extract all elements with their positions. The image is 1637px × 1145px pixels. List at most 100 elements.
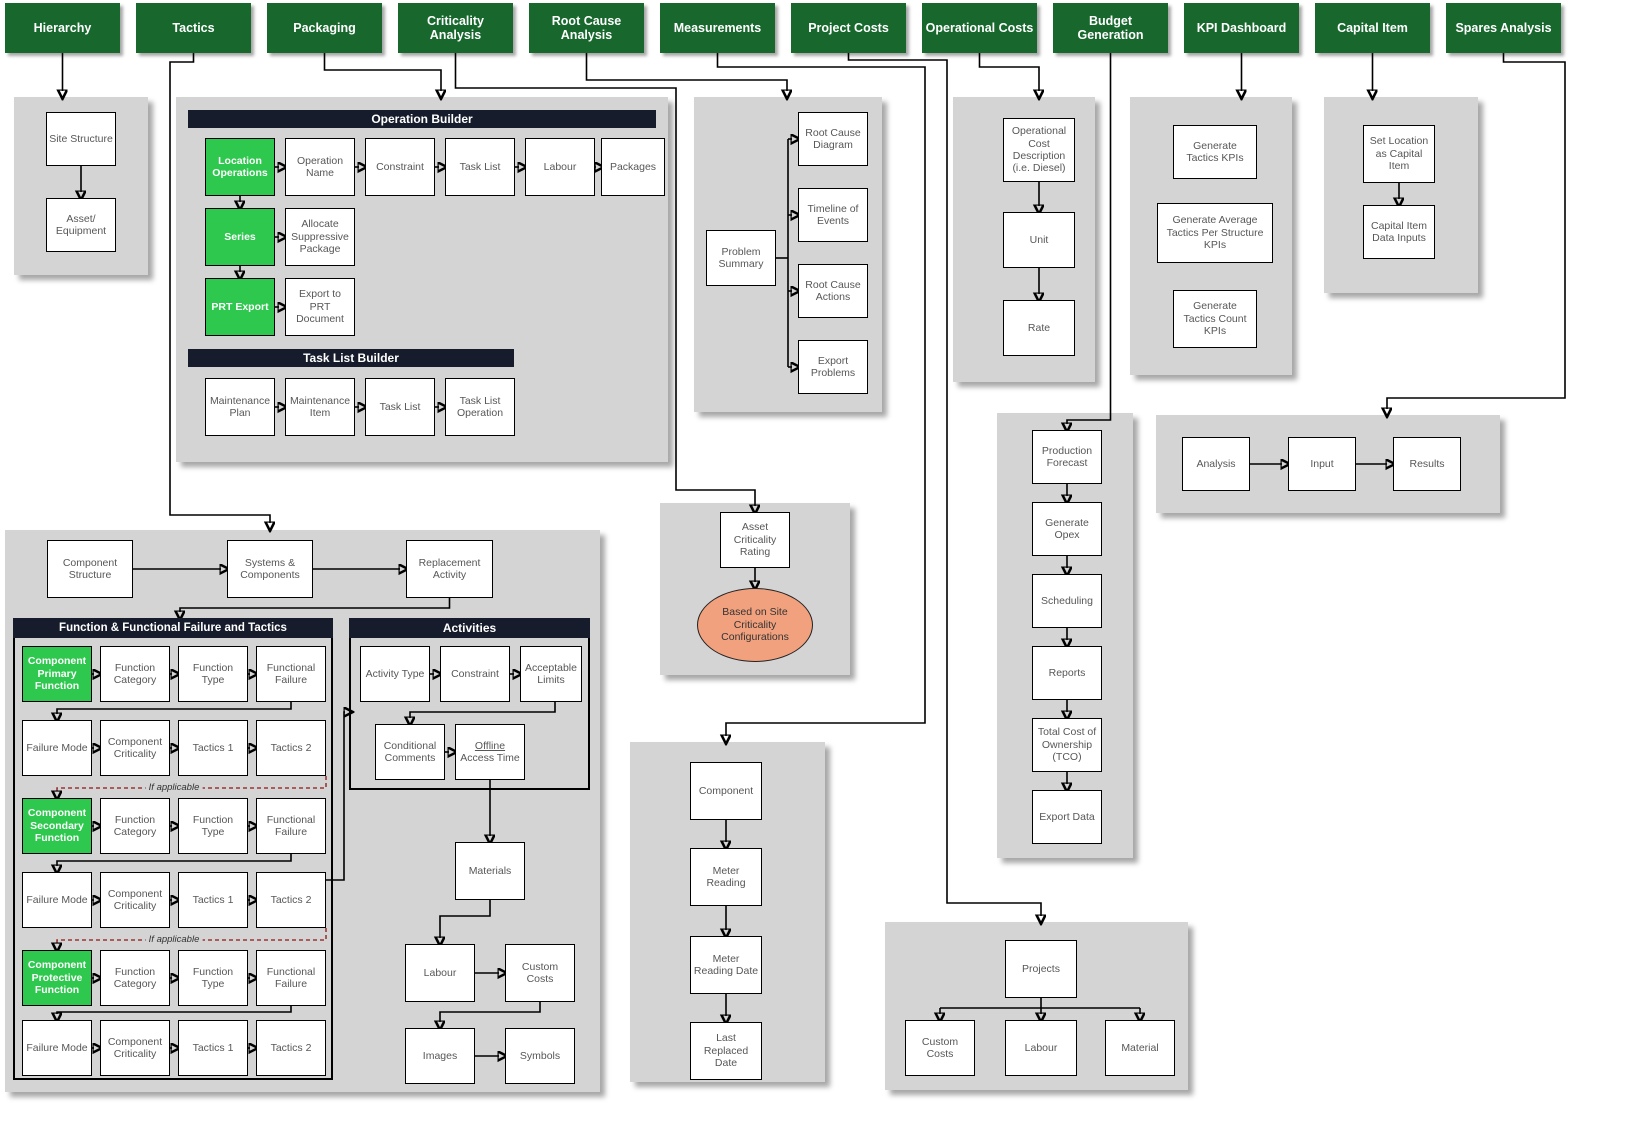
node-component-protective-function: Component Protective Function [22, 950, 92, 1006]
offline-word: Offline [474, 739, 506, 752]
node-tactics-1-3: Tactics 1 [178, 1020, 248, 1076]
node-component-criticality-2: Component Criticality [100, 872, 170, 928]
activities-title: Activities [349, 618, 590, 638]
node-maintenance-item: Maintenance Item [285, 378, 355, 436]
node-function-type-2: Function Type [178, 798, 248, 854]
node-projects: Projects [1005, 940, 1077, 998]
node-site-criticality-note: Based on Site Criticality Configurations [697, 588, 813, 662]
header-root-cause: Root Cause Analysis [529, 3, 644, 53]
node-tactics-1-2: Tactics 1 [178, 872, 248, 928]
node-set-location-as-capital-item: Set Location as Capital Item [1363, 125, 1435, 183]
node-export-to-prt-document: Export to PRT Document [285, 278, 355, 336]
header-kpi: KPI Dashboard [1184, 3, 1299, 53]
if-applicable-label-1: If applicable [145, 781, 203, 793]
node-generate-tactics-kpis: Generate Tactics KPIs [1173, 125, 1257, 179]
node-systems-components: Systems & Components [227, 540, 313, 598]
node-maintenance-plan: Maintenance Plan [205, 378, 275, 436]
node-materials: Materials [455, 842, 525, 900]
node-offline-access-time: Offline Access Time [455, 724, 525, 780]
node-export-problems: Export Problems [798, 340, 868, 394]
node-meter-reading-date: Meter Reading Date [690, 936, 762, 994]
header-capital-item: Capital Item [1315, 3, 1430, 53]
node-total-cost-of-ownership: Total Cost of Ownership (TCO) [1032, 718, 1102, 772]
node-projects-material: Material [1105, 1020, 1175, 1076]
node-ob-constraint: Constraint [365, 138, 435, 196]
node-reports: Reports [1032, 646, 1102, 700]
node-activity-type: Activity Type [360, 646, 430, 702]
node-rate: Rate [1003, 300, 1075, 356]
node-function-category-2: Function Category [100, 798, 170, 854]
header-packaging: Packaging [267, 3, 382, 53]
node-generate-tactics-count-kpis: Generate Tactics Count KPIs [1173, 290, 1257, 348]
header-measurements: Measurements [660, 3, 775, 53]
node-component-secondary-function: Component Secondary Function [22, 798, 92, 854]
node-failure-mode-1: Failure Mode [22, 720, 92, 776]
node-tactics-2-3: Tactics 2 [256, 1020, 326, 1076]
header-criticality: Criticality Analysis [398, 3, 513, 53]
node-task-list-operation: Task List Operation [445, 378, 515, 436]
node-operational-cost-description: Operational Cost Description (i.e. Diese… [1003, 118, 1075, 182]
node-tactics-2-1: Tactics 2 [256, 720, 326, 776]
node-images: Images [405, 1028, 475, 1084]
node-prt-export: PRT Export [205, 278, 275, 336]
node-projects-custom-costs: Custom Costs [905, 1020, 975, 1076]
node-failure-mode-3: Failure Mode [22, 1020, 92, 1076]
node-meter-reading: Meter Reading [690, 848, 762, 906]
header-hierarchy: Hierarchy [5, 3, 120, 53]
node-activities-custom-costs: Custom Costs [505, 944, 575, 1002]
node-analysis: Analysis [1182, 437, 1250, 491]
node-root-cause-actions: Root Cause Actions [798, 264, 868, 318]
node-function-type-3: Function Type [178, 950, 248, 1006]
header-operational-costs: Operational Costs [922, 3, 1037, 53]
node-activity-constraint: Constraint [440, 646, 510, 702]
node-function-category-1: Function Category [100, 646, 170, 702]
node-site-structure: Site Structure [46, 112, 116, 166]
header-tactics: Tactics [136, 3, 251, 53]
node-export-data: Export Data [1032, 790, 1102, 844]
node-functional-failure-3: Functional Failure [256, 950, 326, 1006]
node-meas-component: Component [690, 762, 762, 820]
node-tactics-1-1: Tactics 1 [178, 720, 248, 776]
node-results: Results [1393, 437, 1461, 491]
node-projects-labour: Labour [1005, 1020, 1077, 1076]
node-series: Series [205, 208, 275, 266]
node-last-replaced-date: Last Replaced Date [690, 1022, 762, 1080]
node-packages: Packages [601, 138, 665, 196]
node-root-cause-diagram: Root Cause Diagram [798, 112, 868, 166]
node-component-structure: Component Structure [47, 540, 133, 598]
node-asset-equipment: Asset/ Equipment [46, 198, 116, 252]
node-component-criticality-3: Component Criticality [100, 1020, 170, 1076]
node-conditional-comments: Conditional Comments [375, 724, 445, 780]
node-problem-summary: Problem Summary [706, 230, 776, 286]
node-input: Input [1288, 437, 1356, 491]
node-generate-average-tactics-kpis: Generate Average Tactics Per Structure K… [1157, 203, 1273, 263]
access-time-word: Access Time [460, 752, 520, 764]
node-tlb-task-list: Task List [365, 378, 435, 436]
node-failure-mode-2: Failure Mode [22, 872, 92, 928]
node-production-forecast: Production Forecast [1032, 430, 1102, 484]
node-allocate-suppressive-package: Allocate Suppressive Package [285, 208, 355, 266]
node-capital-item-data-inputs: Capital Item Data Inputs [1363, 205, 1435, 259]
node-activities-labour: Labour [405, 944, 475, 1002]
node-component-primary-function: Component Primary Function [22, 646, 92, 702]
header-budget: Budget Generation [1053, 3, 1168, 53]
node-symbols: Symbols [505, 1028, 575, 1084]
connectors [57, 53, 1566, 1056]
node-functional-failure-2: Functional Failure [256, 798, 326, 854]
task-list-builder-title: Task List Builder [188, 349, 514, 367]
if-applicable-label-2: If applicable [145, 933, 203, 945]
node-unit: Unit [1003, 212, 1075, 268]
fft-title: Function & Functional Failure and Tactic… [13, 618, 333, 638]
node-replacement-activity: Replacement Activity [406, 540, 493, 598]
header-project-costs: Project Costs [791, 3, 906, 53]
node-tactics-2-2: Tactics 2 [256, 872, 326, 928]
node-operation-name: Operation Name [285, 138, 355, 196]
node-location-operations: Location Operations [205, 138, 275, 196]
node-ob-labour: Labour [525, 138, 595, 196]
node-generate-opex: Generate Opex [1032, 502, 1102, 556]
node-function-type-1: Function Type [178, 646, 248, 702]
node-timeline-of-events: Timeline of Events [798, 188, 868, 242]
node-function-category-3: Function Category [100, 950, 170, 1006]
